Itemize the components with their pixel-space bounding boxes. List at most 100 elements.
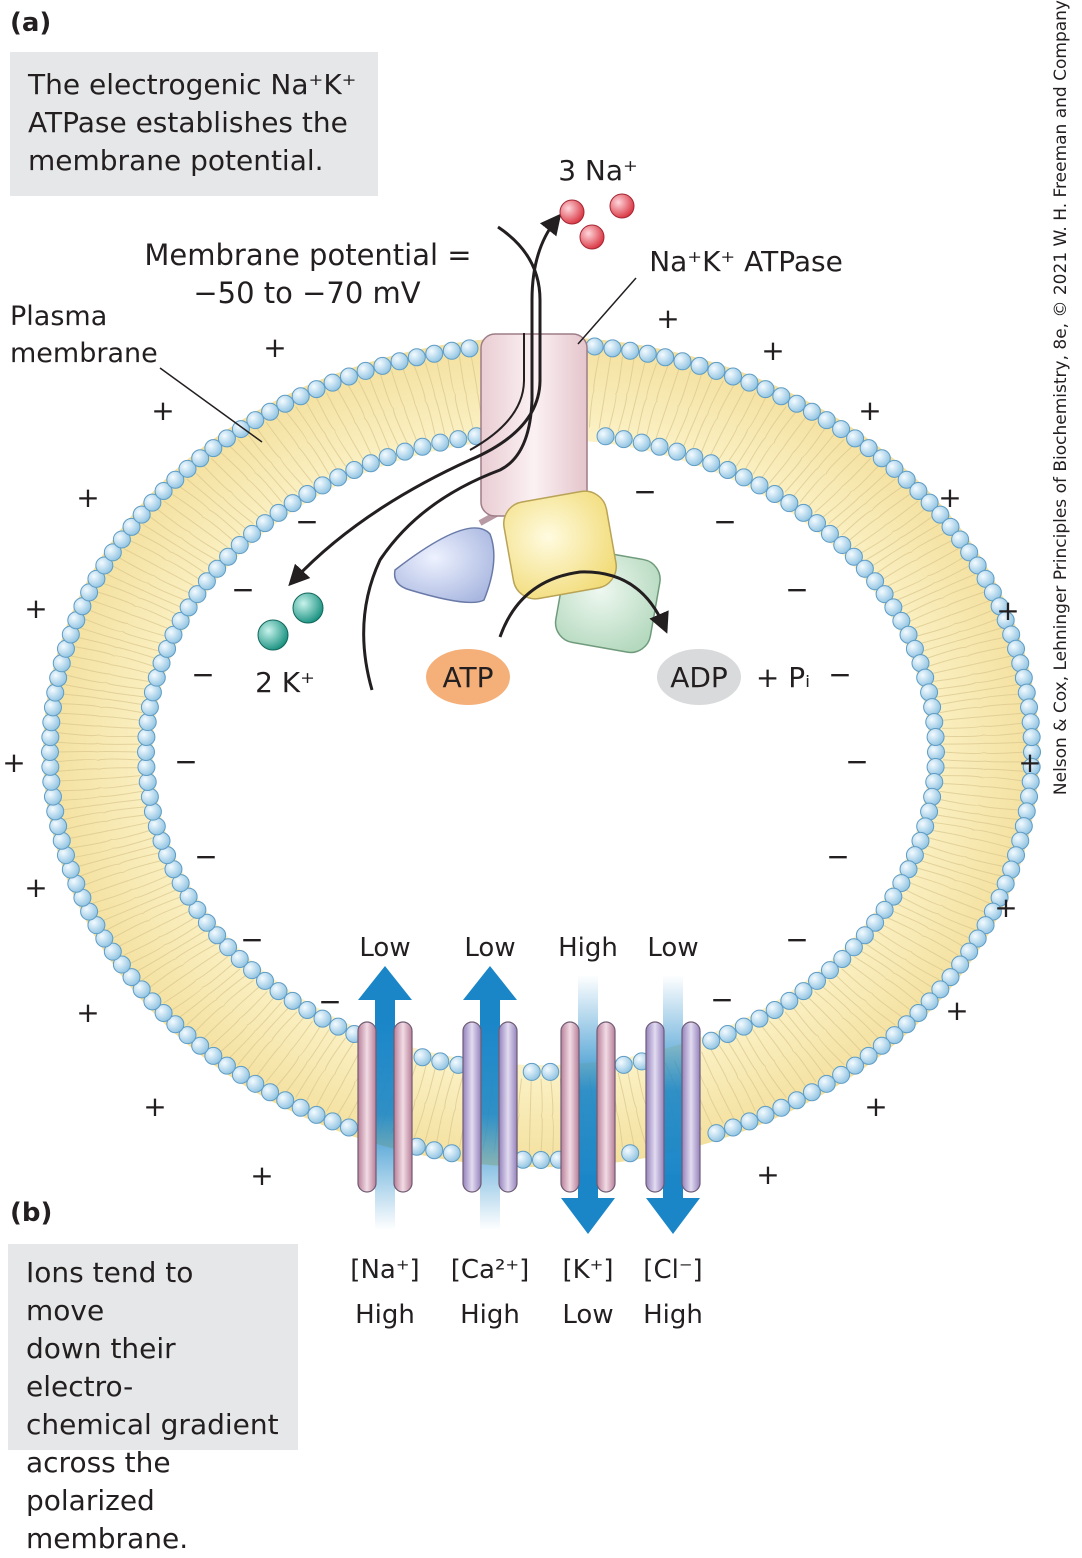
plus-charge: + bbox=[24, 592, 47, 625]
minus-charge: − bbox=[191, 658, 214, 691]
lipid-head bbox=[345, 461, 364, 480]
lipid-head bbox=[884, 598, 903, 617]
lipid-head bbox=[95, 929, 114, 948]
lipid-head bbox=[188, 585, 207, 604]
lipid-head bbox=[1014, 668, 1033, 687]
lipid-head bbox=[460, 339, 479, 358]
lipid-head bbox=[702, 1031, 721, 1050]
lipid-head bbox=[756, 1105, 775, 1124]
lipid-head bbox=[313, 476, 332, 495]
channel-subunit bbox=[560, 1021, 580, 1193]
lipid-head bbox=[425, 1141, 444, 1160]
lipid-head bbox=[255, 971, 274, 990]
lipid-head bbox=[46, 683, 65, 702]
ion-name-label: [Ca²⁺] bbox=[451, 1255, 530, 1285]
plasma-membrane-leader bbox=[159, 367, 263, 443]
lipid-head bbox=[833, 949, 852, 968]
outside-concentration-label: High bbox=[460, 1300, 520, 1330]
lipid-head bbox=[413, 437, 432, 456]
lipid-head bbox=[269, 503, 288, 522]
inside-concentration-label: Low bbox=[359, 933, 410, 963]
atp-hydrolysis-arrow bbox=[498, 570, 669, 638]
panel-a-letter: (a) bbox=[10, 8, 52, 38]
minus-charge: − bbox=[633, 475, 656, 508]
potassium-ion bbox=[292, 592, 324, 624]
minus-charge: − bbox=[826, 840, 849, 873]
lipid-head bbox=[132, 980, 151, 999]
lipid-head bbox=[951, 955, 970, 974]
minus-charge: − bbox=[785, 923, 808, 956]
lipid-head bbox=[724, 367, 743, 386]
lipid-head bbox=[276, 394, 295, 413]
lipid-head bbox=[43, 787, 62, 806]
lipid-head bbox=[897, 1015, 916, 1034]
plus-charge: + bbox=[761, 334, 784, 367]
pi-label: + Pᵢ bbox=[756, 661, 810, 694]
lipid-head bbox=[49, 817, 68, 836]
lipid-head bbox=[431, 1052, 450, 1071]
lipid-head bbox=[875, 585, 894, 604]
lipid-head bbox=[522, 1062, 541, 1081]
lipid-head bbox=[140, 787, 159, 806]
pump-label: Na⁺K⁺ ATPase bbox=[649, 245, 843, 278]
ion-name-label: [Na⁺] bbox=[350, 1255, 419, 1285]
atp-oval bbox=[426, 649, 510, 705]
lipid-head bbox=[780, 494, 799, 513]
lipid-head bbox=[808, 971, 827, 990]
channel-subunit bbox=[393, 1021, 413, 1193]
lipid-head bbox=[261, 402, 280, 421]
lipid-head bbox=[750, 1009, 769, 1028]
lipid-head bbox=[1017, 802, 1036, 821]
lipid-head bbox=[718, 461, 737, 480]
sodium-ion bbox=[559, 199, 585, 225]
pump-leader bbox=[577, 277, 637, 345]
lipid-head bbox=[1022, 728, 1041, 747]
plasma-membrane-label: Plasma bbox=[10, 301, 107, 332]
flux-arrow-head bbox=[358, 966, 412, 1025]
lipid-head bbox=[817, 411, 836, 430]
panel-b-note: Ions tend to move down their electro- ch… bbox=[8, 1244, 298, 1555]
sodium-ion bbox=[579, 224, 605, 250]
lipid-head bbox=[219, 938, 238, 957]
lipid-head bbox=[772, 387, 791, 406]
lipid-head bbox=[740, 373, 759, 392]
panel-a-note: The electrogenic Na⁺K⁺ ATPase establishe… bbox=[10, 52, 378, 196]
lipid-head bbox=[46, 802, 65, 821]
lipid-head bbox=[208, 559, 227, 578]
lipid-head bbox=[339, 367, 358, 386]
lipid-head bbox=[925, 772, 944, 791]
lipid-head bbox=[650, 437, 669, 456]
atp-label: ATP bbox=[443, 661, 494, 694]
lipid-head bbox=[844, 547, 863, 566]
lipid-head bbox=[112, 530, 131, 549]
lipid-head bbox=[246, 411, 265, 430]
copyright-credit: Nelson & Cox, Lehninger Principles of Bi… bbox=[1051, 0, 1071, 796]
lipid-head bbox=[596, 427, 615, 446]
lipid-head bbox=[122, 517, 141, 536]
ion-channel: Low [Na⁺] High bbox=[350, 933, 419, 1330]
pump-yellow-subunit bbox=[503, 490, 617, 600]
lipid-head bbox=[926, 728, 945, 747]
lipid-head bbox=[261, 1083, 280, 1102]
lipid-head bbox=[802, 402, 821, 421]
lipid-head bbox=[283, 991, 302, 1010]
lipid-head bbox=[920, 493, 939, 512]
lipid-head bbox=[802, 1083, 821, 1102]
lipid-head bbox=[872, 1036, 891, 1055]
plus-charge: + bbox=[76, 996, 99, 1029]
lipid-head bbox=[884, 887, 903, 906]
plus-charge: + bbox=[945, 994, 968, 1027]
lipid-head bbox=[1020, 787, 1039, 806]
lipid-head bbox=[395, 442, 414, 461]
lipid-head bbox=[132, 505, 151, 524]
flux-arrow-head bbox=[463, 966, 517, 1025]
panel-b-note-line: down their electro- bbox=[26, 1332, 176, 1403]
na-k-atpase bbox=[257, 193, 741, 705]
outside-concentration-label: High bbox=[355, 1300, 415, 1330]
plus-charge: + bbox=[250, 1159, 273, 1192]
flux-arrow-head bbox=[646, 1175, 700, 1234]
plus-charge: + bbox=[143, 1090, 166, 1123]
lipid-head bbox=[442, 341, 461, 360]
plus-charge: + bbox=[864, 1090, 887, 1123]
